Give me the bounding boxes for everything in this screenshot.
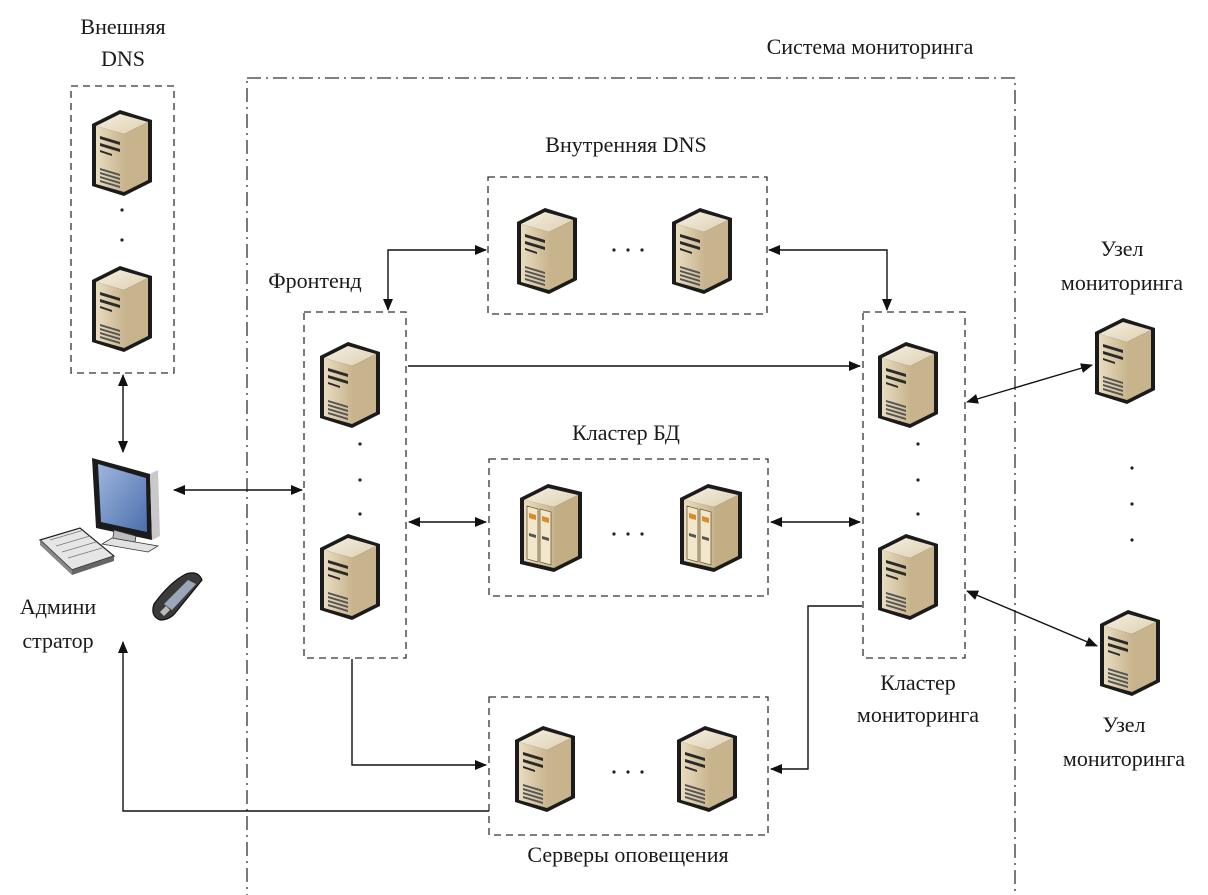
server-icon [1095,318,1155,404]
workstation-icon [38,458,160,575]
internal-dns-label: Внутренняя DNS [545,132,706,157]
external-dns-label-line2: DNS [101,46,145,71]
monitoring-cluster-label-line1: Кластер [880,670,956,695]
server-icon [677,726,737,812]
connector-frontend-intdns [383,245,487,311]
connector-moncluster-node1 [966,363,1093,404]
monitoring-cluster-label-line2: мониторинга [857,702,979,727]
internal-dns-box [487,176,768,315]
server-icon [320,534,380,620]
admin-label-line1: Админи [20,594,97,619]
frontend-box [303,311,407,659]
server-icon [517,208,577,294]
connector-moncluster-notify [770,605,862,774]
external-dns-label-line1: Внешняя [80,14,165,39]
node2-label-line2: мониторинга [1063,746,1185,771]
node2-label-line1: Узел [1102,712,1145,737]
database-server-icon [679,483,743,573]
mobile-phone-icon [152,572,203,621]
notification-servers-label: Серверы оповещения [527,842,728,867]
notification-servers-box [488,696,769,836]
monitoring-cluster-box [862,311,966,659]
connector-frontend-notify [351,659,487,770]
db-cluster-box [488,458,769,597]
node1-label-line1: Узел [1100,236,1143,261]
server-icon [92,110,152,196]
node1-label-line2: мониторинга [1061,270,1183,295]
system-label: Система мониторинга [767,34,974,59]
external-dns-box [70,85,175,374]
server-icon [320,342,380,428]
server-icon [515,726,575,812]
server-icon [878,342,938,428]
server-icon [878,534,938,620]
ellipsis-dots [120,208,1134,774]
connector-notify-admin [118,641,489,812]
frontend-label: Фронтенд [268,268,362,293]
server-icon [92,266,152,352]
admin-label-line2: стратор [22,628,93,653]
database-server-icon [519,483,583,573]
connector-intdns-moncluster [768,245,892,311]
monitoring-system-boundary [246,77,1016,895]
db-cluster-label: Кластер БД [572,420,680,445]
connector-moncluster-node2 [966,590,1098,647]
server-icon [1100,610,1160,696]
server-icon [672,208,732,294]
